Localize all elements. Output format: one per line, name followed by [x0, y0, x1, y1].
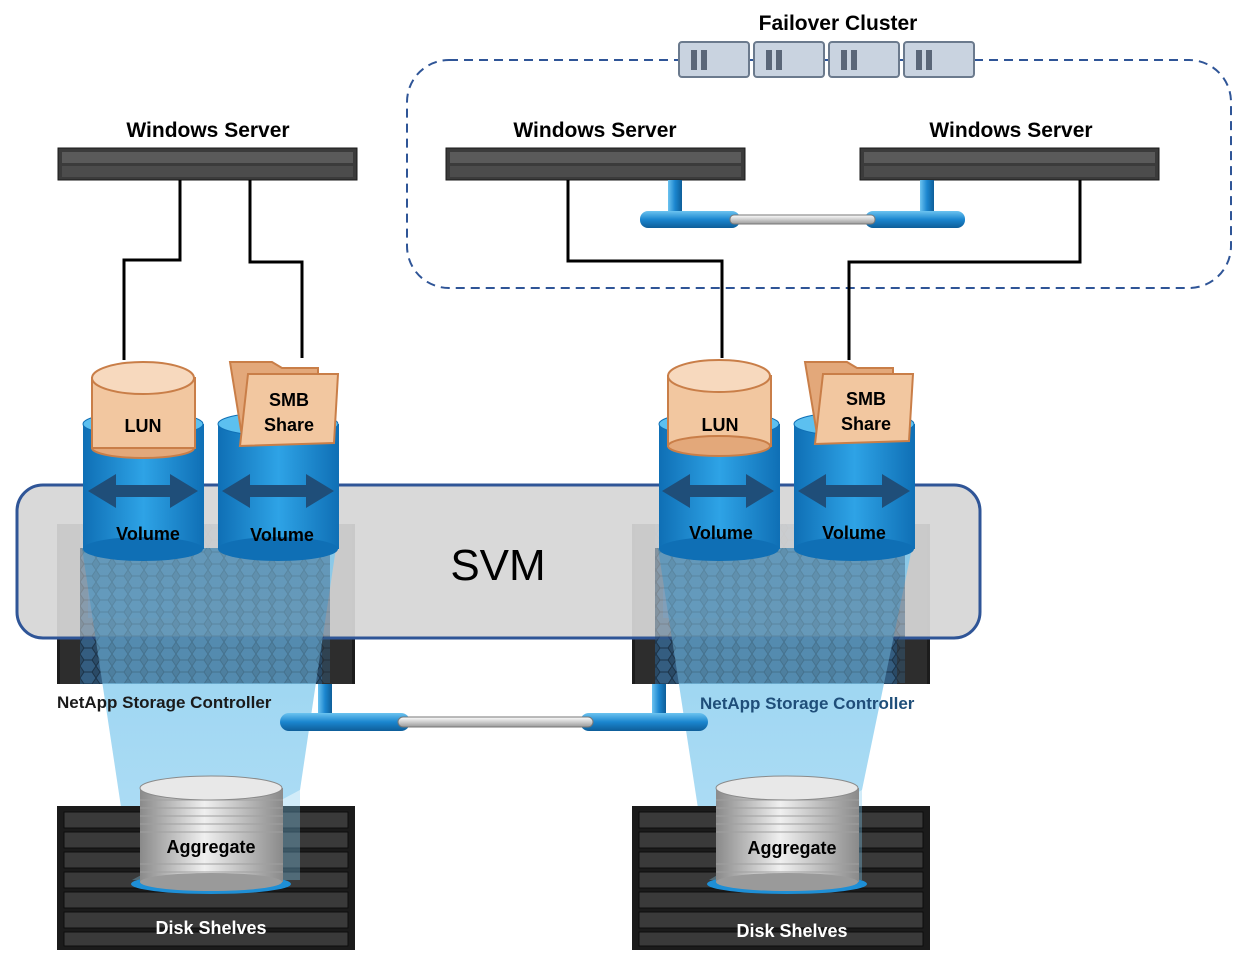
smb-label-left-line2: Share — [264, 415, 314, 435]
aggregate-right — [707, 775, 867, 894]
aggregate-left — [131, 775, 291, 894]
controller-label-left: NetApp Storage Controller — [57, 693, 272, 712]
bidirectional-arrow-icon — [662, 474, 774, 508]
smb-label-right-line1: SMB — [846, 389, 886, 409]
server-rack-middle — [445, 147, 746, 181]
smb-share-folder-icon-right — [803, 361, 915, 446]
failover-cluster-title: Failover Cluster — [759, 12, 918, 35]
smb-share-folder-icon-left — [228, 361, 340, 448]
lun-cylinder-left — [91, 361, 196, 459]
disk-shelves-label-left: Disk Shelves — [155, 918, 266, 938]
aggregate-label-right: Aggregate — [747, 838, 836, 858]
volume-label-left-2: Volume — [250, 525, 314, 545]
volume-label-right-1: Volume — [689, 523, 753, 543]
volume-label-right-2: Volume — [822, 523, 886, 543]
bidirectional-arrow-icon — [798, 474, 910, 508]
failover-cluster-boundary — [406, 59, 1232, 289]
disk-shelves-label-right: Disk Shelves — [736, 921, 847, 941]
server-label-left: Windows Server — [126, 119, 289, 142]
svm-label: SVM — [450, 541, 545, 590]
wire-middle-lun — [566, 180, 724, 358]
server-label-middle: Windows Server — [513, 119, 676, 142]
lun-label-right: LUN — [702, 415, 739, 435]
lun-label-left: LUN — [125, 416, 162, 436]
bidirectional-arrow-icon — [88, 474, 198, 508]
cluster-icon — [678, 41, 975, 78]
wire-left-smb — [248, 180, 304, 358]
controller-label-right: NetApp Storage Controller — [700, 694, 915, 713]
controller-interconnect — [280, 684, 708, 731]
wire-right-smb — [847, 180, 1082, 360]
server-rack-right — [859, 147, 1160, 181]
smb-label-right-line2: Share — [841, 414, 891, 434]
lun-cylinder-right — [667, 359, 772, 457]
aggregate-label-left: Aggregate — [166, 837, 255, 857]
server-rack-left — [57, 147, 358, 181]
server-label-right: Windows Server — [929, 119, 1092, 142]
volume-label-left-1: Volume — [116, 524, 180, 544]
smb-label-left-line1: SMB — [269, 390, 309, 410]
cluster-interconnect — [640, 180, 965, 228]
wire-left-lun — [122, 180, 182, 360]
bidirectional-arrow-icon — [222, 474, 334, 508]
